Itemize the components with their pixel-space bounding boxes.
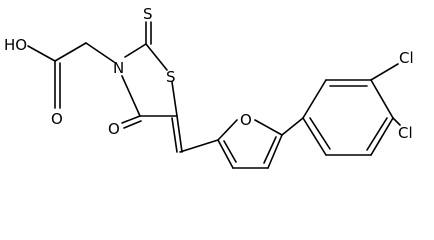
rhodanine-ring (121, 21, 178, 129)
ring-nitrogen-label: N (113, 59, 124, 77)
bond-ar-6-1-inner (309, 117, 331, 150)
bond-n-c2 (124, 43, 147, 58)
hydroxyl-label: HO (4, 36, 27, 54)
bond-ch2-n (85, 42, 115, 63)
bond-ar-1-2 (302, 79, 327, 119)
bond-ar-4-5-inner (366, 117, 388, 151)
chlorine-bottom-label: Cl (398, 124, 413, 142)
bond-c5-ch-2 (171, 117, 178, 153)
bond-f-c2-o (217, 119, 238, 141)
structure-canvas: HO O N S S O O Cl Cl (4, 5, 414, 169)
bond-ar-4-5 (370, 117, 394, 156)
bond-ar-3-4 (370, 79, 394, 119)
bond-s1-c5 (171, 81, 178, 117)
bond-c-ch2 (54, 42, 87, 62)
bond-furan-aryl (281, 117, 304, 136)
chemical-structure: HO O N S S O O Cl Cl (4, 5, 414, 169)
bond-f-c3-c2 (217, 139, 234, 169)
ring-sulfur-label: S (166, 68, 176, 86)
bond-f-o-c5 (254, 119, 283, 136)
thione-sulfur-label: S (143, 5, 153, 23)
bond-ketone-2 (123, 120, 142, 129)
furan-oxygen-label: O (240, 111, 252, 129)
bond-f-c5-c4 (267, 134, 283, 169)
bond-ar-cl-bottom (392, 117, 401, 126)
furan-ring (217, 119, 283, 169)
bond-ketone-1 (121, 115, 141, 124)
bond-f-c3-c2-inner (223, 140, 237, 163)
bond-c2-s1 (145, 43, 168, 71)
acid-carbonyl-oxygen-label: O (51, 110, 63, 128)
bond-c4-n (121, 75, 141, 117)
bond-ar-6-1 (302, 117, 327, 156)
bond-oh-c (27, 45, 56, 62)
bond-ar-cl-top (370, 63, 399, 81)
chlorine-top-label: Cl (399, 49, 414, 67)
methylidene-linker (171, 115, 219, 153)
acetic-acid-group (27, 42, 115, 109)
ketone-oxygen-label: O (108, 120, 120, 138)
bond-ch-furan (179, 139, 219, 153)
dichlorophenyl-ring (302, 63, 401, 156)
bond-f-c5-c4-inner (263, 136, 277, 164)
bond-c5-ch-1 (176, 115, 183, 153)
